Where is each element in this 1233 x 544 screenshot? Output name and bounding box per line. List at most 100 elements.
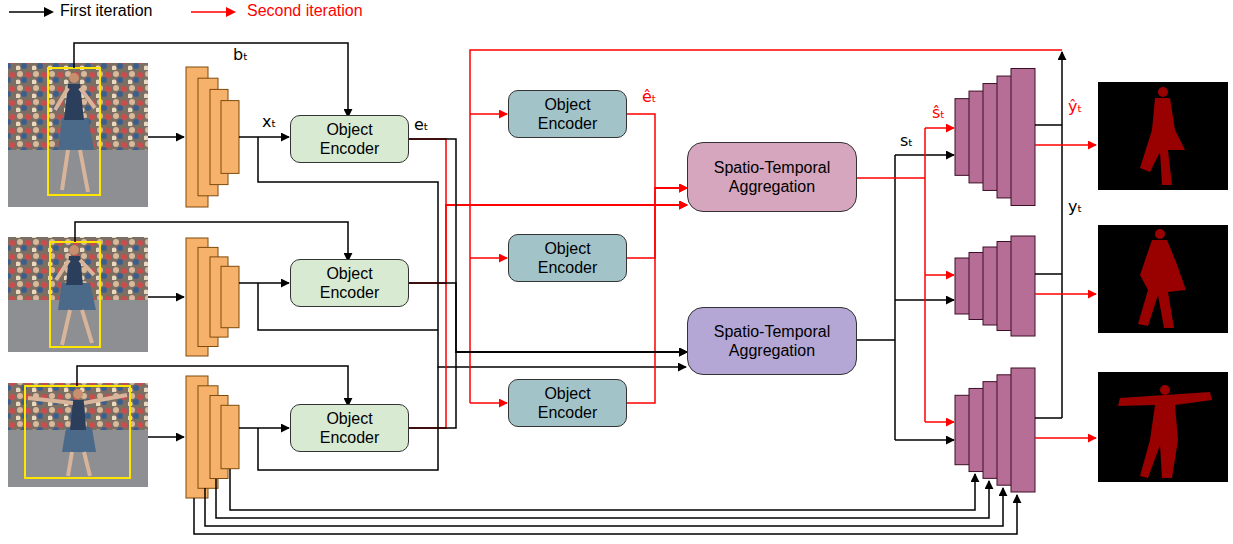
wire — [855, 177, 925, 179]
wire — [1035, 437, 1096, 439]
mask-background — [1098, 372, 1228, 482]
node-text: Object Encoder — [509, 239, 626, 277]
wire — [855, 339, 895, 341]
wire — [895, 439, 954, 441]
bounding-box — [50, 242, 100, 347]
wire — [239, 136, 289, 138]
wire — [1061, 52, 1063, 418]
wire — [470, 50, 1096, 438]
wire — [470, 50, 1062, 403]
signal-label: bₜ — [233, 46, 248, 64]
wire — [925, 274, 954, 276]
node-text: Spatio-Temporal Aggregation — [688, 158, 856, 196]
bounding-box — [48, 68, 100, 195]
legend-arrow — [226, 7, 236, 17]
node-text: Spatio-Temporal Aggregation — [688, 322, 856, 360]
encoder-box: Object Encoder — [290, 115, 409, 163]
wire — [239, 282, 289, 284]
legend-arrow — [9, 11, 46, 13]
photo-crowd — [8, 383, 148, 430]
legend-arrow — [190, 2, 238, 22]
decoder-layer — [1011, 69, 1035, 206]
video-frame — [8, 237, 148, 352]
bounding-box — [25, 386, 130, 478]
video-frame — [8, 63, 148, 207]
wire — [894, 155, 896, 440]
dancer — [56, 260, 94, 345]
wire — [1035, 293, 1096, 295]
wire — [925, 421, 954, 423]
photo-ground — [8, 150, 148, 207]
backbone-layer — [221, 266, 239, 327]
node-text: Object Encoder — [509, 384, 626, 422]
signal-label: sₜ — [900, 132, 913, 150]
decoder-layer — [1011, 236, 1035, 336]
connector-arrow — [627, 114, 687, 188]
legend-arrow — [44, 7, 54, 17]
legend-arrow — [8, 2, 56, 22]
dancer — [28, 395, 127, 476]
connector-arrow — [409, 205, 687, 428]
backbone-layer — [221, 405, 239, 468]
dancer — [73, 389, 83, 399]
node-text: Object Encoder — [509, 95, 626, 133]
wire — [470, 257, 507, 259]
connector-arrow — [409, 352, 687, 428]
skip-connection — [194, 495, 1017, 534]
encoder-box: Object Encoder — [508, 90, 627, 138]
decoder-layer — [1011, 368, 1035, 492]
video-frame — [8, 383, 148, 487]
signal-label: êₜ — [642, 88, 657, 106]
skip-connection — [205, 488, 1003, 526]
node-text: Object Encoder — [291, 409, 408, 447]
connector-arrow — [627, 188, 687, 258]
wire — [74, 43, 348, 117]
wire — [148, 136, 184, 138]
wire — [1035, 125, 1062, 418]
dancer — [55, 88, 95, 192]
connector-arrow — [409, 283, 687, 352]
dancer — [58, 283, 96, 310]
dancer — [58, 118, 94, 150]
wire — [470, 113, 507, 115]
encoder-box: Object Encoder — [290, 404, 409, 452]
encoder-box: Object Encoder — [508, 234, 627, 282]
wire — [148, 296, 184, 298]
photo-crowd — [8, 63, 148, 150]
signal-label: eₜ — [414, 116, 429, 134]
wire — [258, 137, 686, 367]
legend-text: First iteration — [60, 2, 152, 20]
mask-silhouette — [1140, 98, 1185, 185]
mask-silhouette — [1118, 392, 1212, 478]
node-text: Object Encoder — [291, 264, 408, 302]
skip-connection — [216, 479, 989, 518]
node-text: Object Encoder — [291, 120, 408, 158]
backbone-network — [186, 67, 239, 498]
dancer — [62, 428, 96, 452]
signal-label: ŝₜ — [932, 104, 945, 122]
mask-background — [1098, 82, 1228, 190]
mask-background — [1098, 225, 1228, 333]
connector-arrow — [627, 188, 687, 403]
signal-label: yₜ — [1068, 198, 1082, 216]
connector-arrow — [409, 139, 687, 205]
encoder-box: Object Encoder — [508, 379, 627, 427]
mask-silhouette — [1155, 229, 1165, 239]
wire — [75, 222, 348, 261]
legend-arrow — [191, 11, 228, 13]
connector-arrow — [409, 139, 687, 352]
signal-label: ŷₜ — [1068, 98, 1082, 116]
aggregation-box: Spatio-Temporal Aggregation — [687, 307, 857, 375]
signal-label: xₜ — [262, 113, 276, 131]
skip-connection — [230, 469, 975, 510]
connector-arrow — [409, 205, 687, 283]
wire — [258, 367, 438, 470]
mask-silhouette — [1158, 87, 1168, 97]
wire — [470, 402, 507, 404]
wire — [1035, 144, 1096, 146]
dancer — [69, 245, 79, 255]
wire — [77, 366, 348, 406]
aggregation-box: Spatio-Temporal Aggregation — [687, 142, 857, 212]
legend-text: Second iteration — [247, 2, 363, 20]
